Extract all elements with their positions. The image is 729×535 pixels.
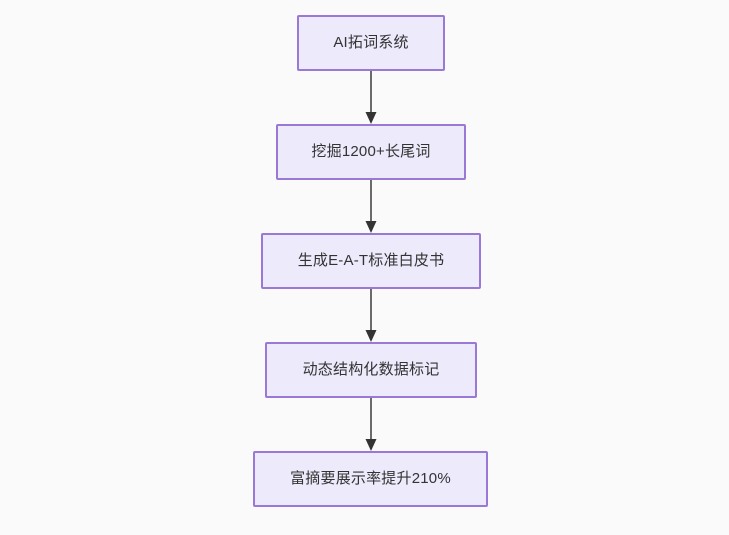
flow-node-label: 动态结构化数据标记 <box>302 361 440 378</box>
connector-arrow-4 <box>365 398 377 451</box>
flow-node-label: 挖掘1200+长尾词 <box>311 143 431 160</box>
connector-arrow-3 <box>365 289 377 342</box>
connector-arrow-2 <box>365 180 377 233</box>
flow-node-mine-longtail-keywords[interactable]: 挖掘1200+长尾词 <box>276 124 466 180</box>
flow-node-label: 生成E-A-T标准白皮书 <box>297 252 445 269</box>
flow-node-ai-keyword-system[interactable]: AI拓词系统 <box>297 15 445 71</box>
flow-node-dynamic-structured-data-markup[interactable]: 动态结构化数据标记 <box>265 342 477 398</box>
connector-arrow-1 <box>365 71 377 124</box>
flow-node-rich-snippet-impression-uplift[interactable]: 富摘要展示率提升210% <box>253 451 488 507</box>
flow-node-label: AI拓词系统 <box>333 34 409 51</box>
flow-node-label: 富摘要展示率提升210% <box>290 470 451 487</box>
flow-node-generate-eat-whitepaper[interactable]: 生成E-A-T标准白皮书 <box>261 233 481 289</box>
